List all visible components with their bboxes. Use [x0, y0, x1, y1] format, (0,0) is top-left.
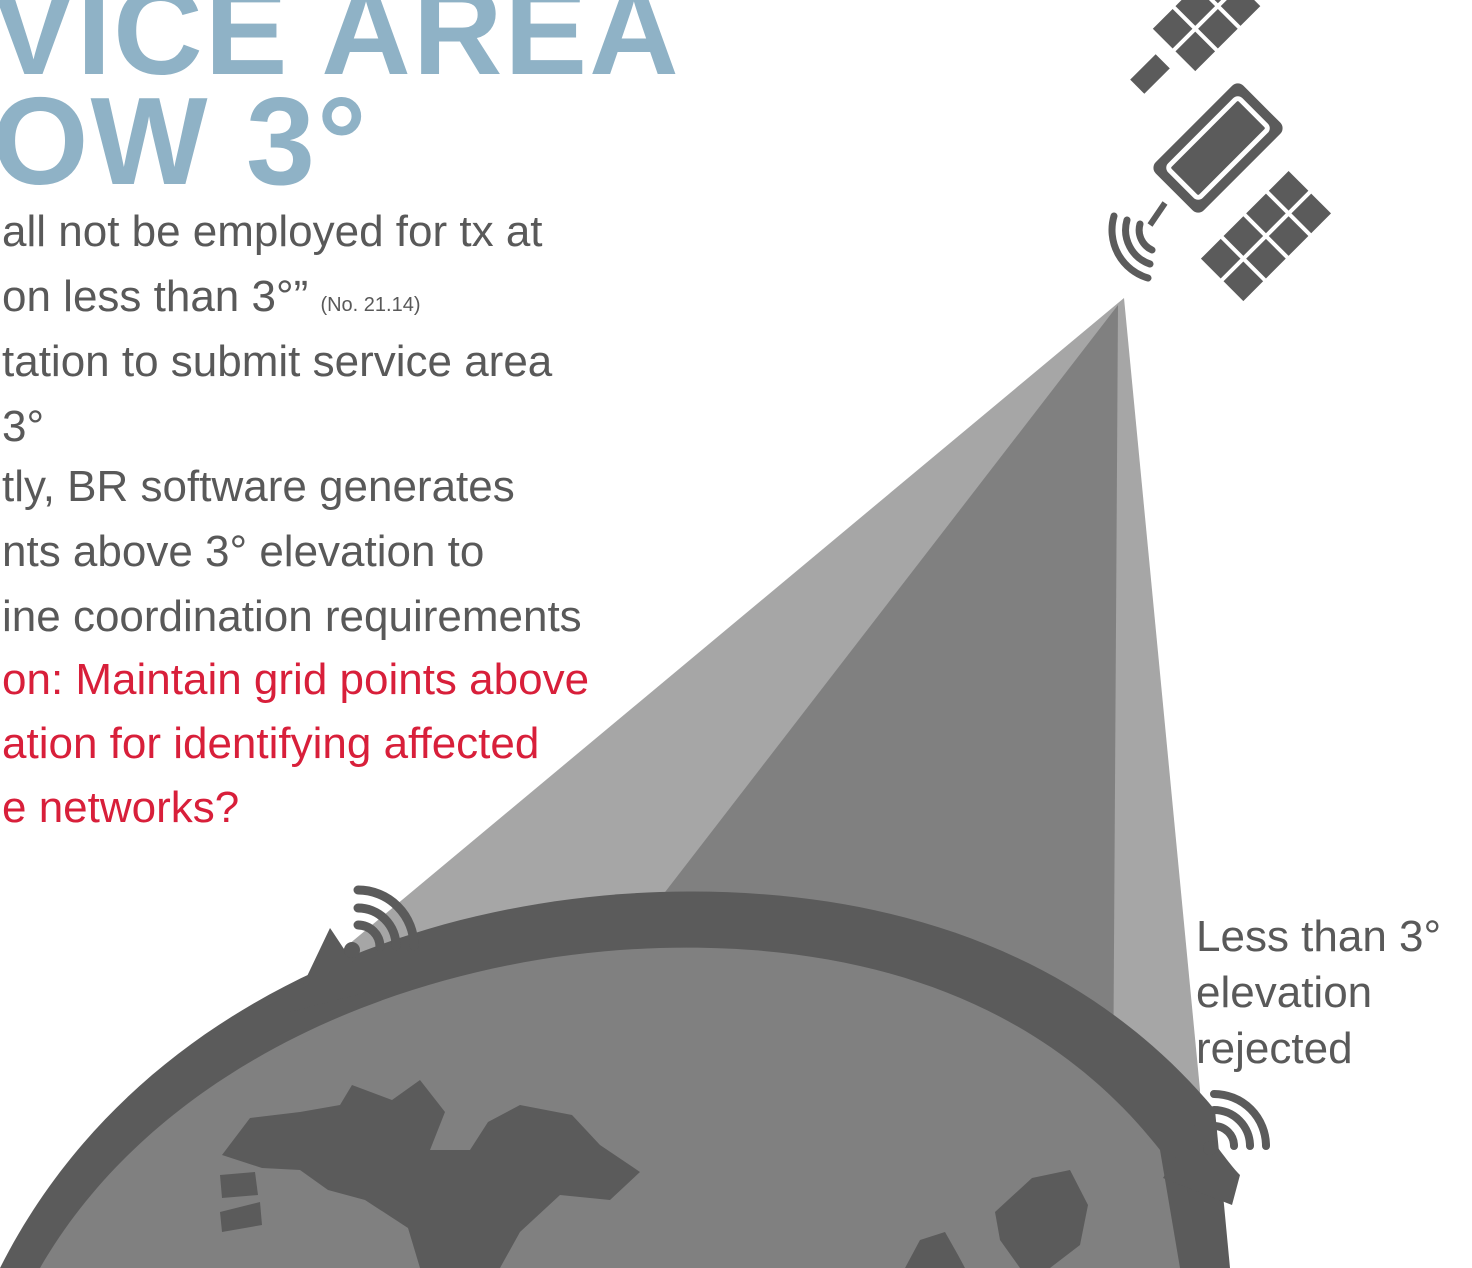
body-text-line: tly, BR software generates — [2, 462, 515, 511]
question-text-line: on: Maintain grid points above — [2, 655, 590, 704]
elevation-note-line: rejected — [1196, 1024, 1353, 1073]
question-text-line: ation for identifying affected — [2, 719, 540, 768]
regulation-reference: (No. 21.14) — [320, 294, 421, 316]
body-text-fragment: on less than 3°” — [2, 272, 309, 321]
body-text-line: ine coordination requirements — [2, 592, 582, 641]
ground-station-dish-icon — [290, 885, 419, 1012]
continent-shape — [905, 1232, 965, 1268]
continent-shape — [220, 1172, 258, 1198]
satellite-icon — [1108, 0, 1332, 302]
continent-shape — [222, 1080, 640, 1268]
question-text-line: e networks? — [2, 783, 240, 832]
ground-station-dish-icon — [1163, 1090, 1270, 1205]
page-title-line-2: OW 3° — [0, 73, 369, 211]
continent-shape — [220, 1202, 262, 1232]
elevation-note-line: elevation — [1196, 968, 1373, 1017]
elevation-note-line: Less than 3° — [1196, 912, 1442, 961]
body-text-line: 3° — [2, 402, 45, 451]
body-text-line: all not be employed for tx at — [2, 207, 543, 256]
body-text-line: tation to submit service area — [2, 337, 553, 386]
body-text-line: nts above 3° elevation to — [2, 527, 485, 576]
continent-shape — [995, 1170, 1088, 1268]
page-title-line-1: VICE AREA — [0, 0, 681, 101]
body-text-line: on less than 3°” (No. 21.14) — [2, 275, 421, 319]
earth-inner-field — [40, 947, 1180, 1268]
